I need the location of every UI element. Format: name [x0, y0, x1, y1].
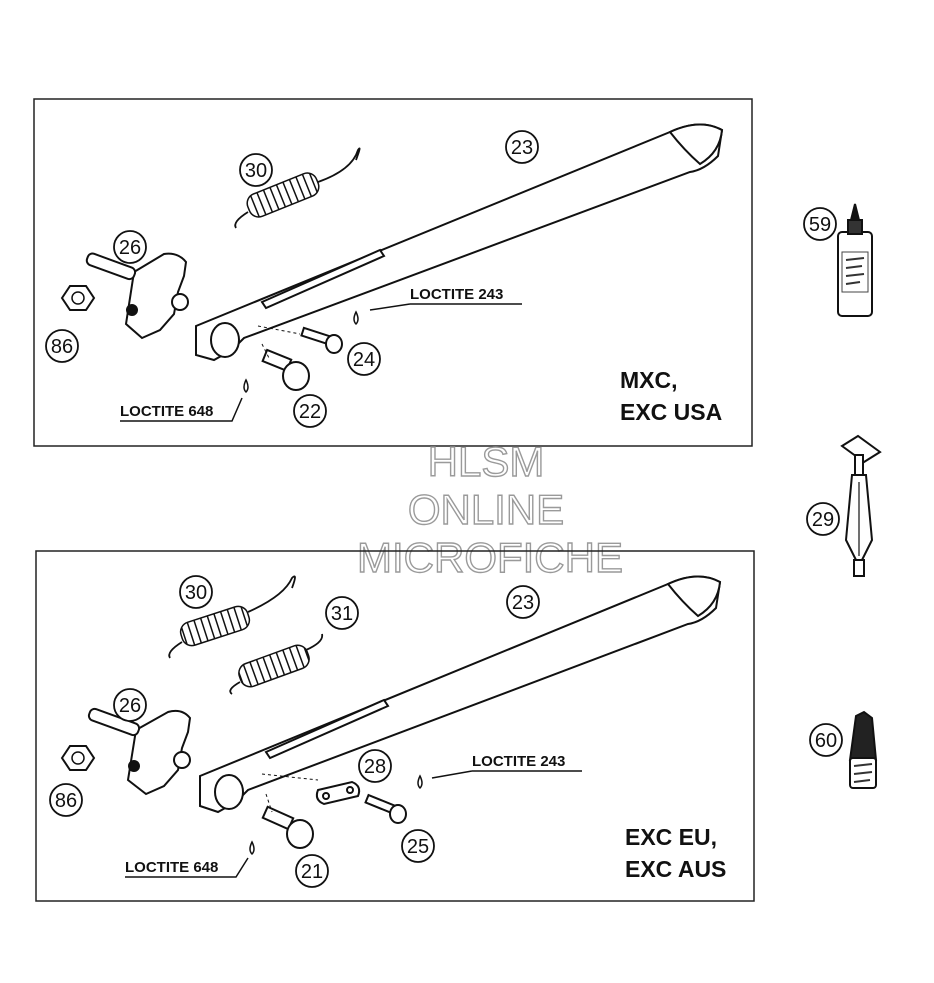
- adhesive-drop-icon: [243, 378, 249, 394]
- callout-59: 59: [803, 207, 837, 241]
- callout-86-bottom: 86: [49, 783, 83, 817]
- leader-line: [125, 857, 249, 878]
- svg-text:31: 31: [331, 603, 353, 625]
- watermark-line1: HLSM: [428, 438, 545, 485]
- bolt-21-bottom: [261, 805, 314, 849]
- callout-26-top: 26: [113, 230, 147, 264]
- watermark-line3: MICROFICHE: [357, 534, 623, 581]
- callout-23-bottom: 23: [506, 585, 540, 619]
- bottom-panel: 30 31 23 26 86 28 25 21 LOCTITE 243 LOCT…: [35, 550, 755, 902]
- callout-28-bottom: 28: [358, 749, 392, 783]
- svg-text:59: 59: [809, 214, 831, 236]
- callout-60: 60: [809, 723, 843, 757]
- top-panel: 30 23 26 86 24 22 LOCTITE 243 LOCTITE 64…: [33, 98, 753, 447]
- svg-text:23: 23: [511, 137, 533, 159]
- loctite-243-label-top: LOCTITE 243: [410, 286, 503, 303]
- svg-text:86: 86: [51, 336, 73, 358]
- pivot-bracket-26-top: [85, 252, 189, 340]
- svg-text:60: 60: [815, 730, 837, 752]
- svg-text:26: 26: [119, 237, 141, 259]
- callout-31-bottom: 31: [325, 596, 359, 630]
- spring-30-bottom: [168, 575, 296, 659]
- adhesive-drop-icon: [417, 774, 423, 790]
- leader-line: [120, 397, 243, 422]
- top-panel-frame: [33, 98, 753, 447]
- svg-text:25: 25: [407, 836, 429, 858]
- svg-text:29: 29: [812, 509, 834, 531]
- bolt-22-top: [261, 348, 310, 391]
- svg-text:22: 22: [299, 401, 321, 423]
- svg-text:30: 30: [245, 160, 267, 182]
- watermark: HLSM ONLINE MICROFICHE: [356, 437, 623, 581]
- bolt-24-top: [300, 326, 343, 354]
- svg-text:86: 86: [55, 790, 77, 812]
- variant-label-bottom-line1: EXC EU,: [625, 824, 717, 850]
- watermark-line2: ONLINE: [408, 486, 564, 533]
- callout-22-top: 22: [293, 394, 327, 428]
- loctite-648-label-bottom: LOCTITE 648: [125, 859, 218, 876]
- callout-86-top: 86: [45, 329, 79, 363]
- callout-24-top: 24: [347, 342, 381, 376]
- bolt-25-bottom: [364, 793, 407, 824]
- loctite-243-label-bottom: LOCTITE 243: [472, 753, 565, 770]
- callout-30-top: 30: [239, 153, 273, 187]
- callout-21-bottom: 21: [295, 854, 329, 888]
- svg-text:30: 30: [185, 582, 207, 604]
- guide-line: [257, 325, 301, 361]
- adhesive-drop-icon: [353, 310, 359, 326]
- plate-28-bottom: [315, 780, 361, 806]
- svg-text:28: 28: [364, 756, 386, 778]
- adhesive-bottle-60: [848, 710, 878, 789]
- adhesive-bottle-59: [837, 203, 873, 317]
- spring-30-top: [234, 147, 361, 229]
- adhesive-drop-icon: [249, 840, 255, 856]
- svg-text:23: 23: [512, 592, 534, 614]
- callout-30-bottom: 30: [179, 575, 213, 609]
- nut-86-top: [60, 285, 96, 311]
- svg-text:26: 26: [119, 695, 141, 717]
- variant-label-top-line2: EXC USA: [620, 399, 722, 425]
- kickstand-leg-top: [195, 123, 724, 362]
- puller-tool-29: [840, 434, 882, 577]
- variant-label-bottom-line2: EXC AUS: [625, 856, 726, 882]
- leader-line: [431, 770, 582, 779]
- loctite-648-label-top: LOCTITE 648: [120, 403, 213, 420]
- callout-23-top: 23: [505, 130, 539, 164]
- pivot-bracket-26-bottom: [87, 707, 192, 796]
- spring-31-bottom: [229, 633, 324, 695]
- side-parts: 59 29 60: [803, 203, 882, 789]
- callout-29: 29: [806, 502, 840, 536]
- leader-line: [369, 303, 522, 311]
- nut-86-bottom: [60, 745, 96, 771]
- variant-label-top-line1: MXC,: [620, 367, 678, 393]
- svg-text:21: 21: [301, 861, 323, 883]
- callout-25-bottom: 25: [401, 829, 435, 863]
- bottom-panel-frame: [35, 550, 755, 902]
- svg-text:24: 24: [353, 349, 375, 371]
- callout-26-bottom: 26: [113, 688, 147, 722]
- kickstand-leg-bottom: [199, 575, 722, 814]
